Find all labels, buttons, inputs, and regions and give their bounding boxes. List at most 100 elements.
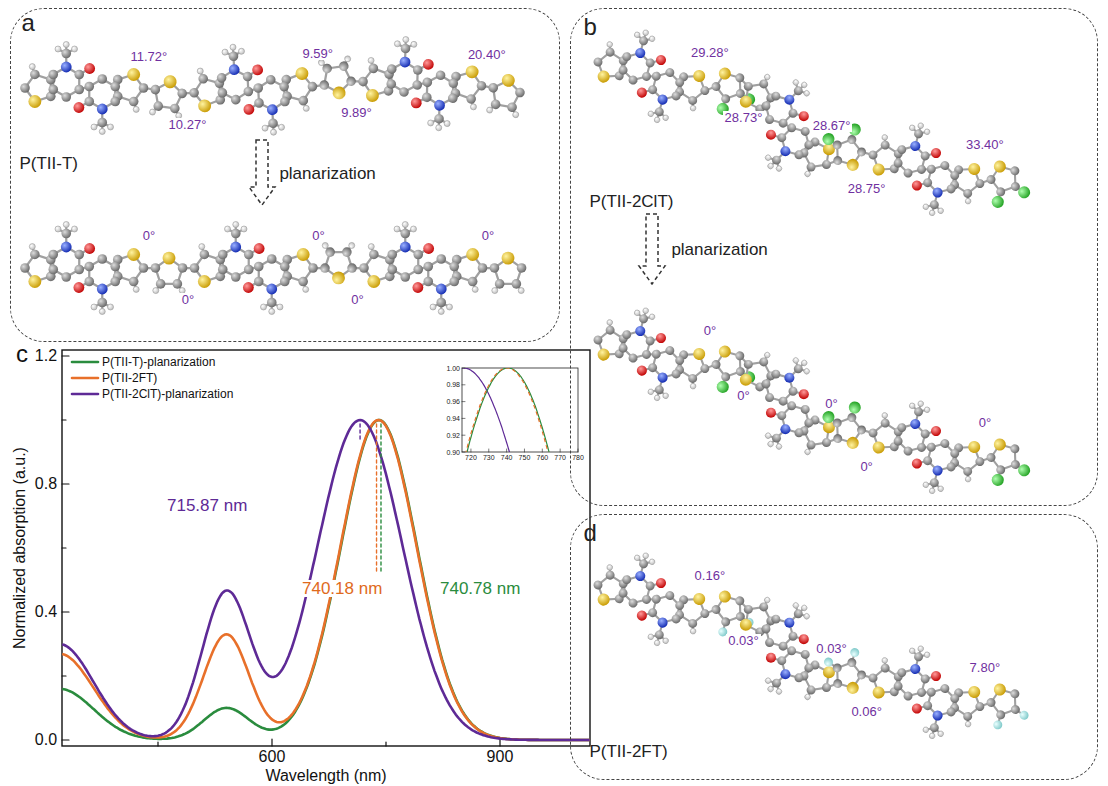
atom [909, 647, 916, 654]
atom [674, 600, 685, 611]
dihedral-angle: 9.59° [301, 47, 336, 60]
atom [656, 93, 668, 105]
atom [849, 647, 860, 658]
atom [369, 250, 379, 260]
atom [799, 648, 812, 661]
atom [507, 102, 518, 113]
atom [649, 313, 656, 320]
atom [99, 129, 105, 135]
atom [785, 644, 798, 657]
atom [642, 307, 649, 314]
atom [478, 263, 488, 273]
atom [73, 102, 84, 113]
legend-text: P(TII-2ClT)-planarization [102, 388, 233, 400]
atom [913, 406, 924, 417]
atom [656, 616, 668, 628]
atom [804, 170, 812, 178]
dihedral-angle: 28.73° [723, 111, 765, 124]
atom [28, 275, 41, 288]
atom [881, 657, 888, 664]
atom [931, 464, 943, 476]
legend-text: P(TII-T)-planarization [102, 356, 215, 368]
inset-tick-label: 1.00 [446, 365, 460, 372]
atom [734, 72, 745, 83]
y-tick [62, 483, 69, 484]
atom [717, 344, 732, 359]
tii-unit [857, 112, 995, 227]
atom [929, 199, 940, 210]
molecules [20, 19, 1032, 750]
plot-frame [62, 350, 590, 746]
atom [430, 304, 436, 310]
atom [423, 59, 434, 70]
atom [628, 353, 639, 364]
atom [992, 437, 1007, 452]
atom [63, 222, 69, 228]
atom [173, 279, 183, 289]
atom [924, 406, 931, 413]
atom [962, 466, 973, 477]
atom [992, 682, 1007, 697]
atom [664, 67, 675, 78]
atom [387, 265, 397, 275]
x-tick [271, 739, 272, 746]
panel-letter: a [21, 11, 34, 35]
atom [992, 159, 1007, 174]
atom [413, 65, 423, 75]
atom [638, 35, 649, 46]
atom [856, 424, 867, 435]
atom [163, 74, 178, 89]
atom [823, 656, 834, 667]
atom [412, 80, 422, 90]
atom [797, 387, 811, 401]
atom [655, 54, 667, 66]
atom [488, 82, 499, 93]
atom [649, 558, 656, 565]
atom [787, 107, 800, 120]
dihedral-angle: 11.72° [129, 50, 170, 63]
atom [767, 440, 775, 448]
tii-unit [582, 19, 720, 134]
inset-tick [488, 449, 489, 452]
atom [985, 174, 996, 185]
inset-tick-label: 760 [537, 454, 549, 461]
atom [868, 672, 879, 683]
atom [30, 250, 40, 260]
atom [832, 155, 843, 166]
inset-tick [462, 452, 465, 453]
atom [930, 425, 942, 437]
atom [61, 229, 71, 239]
atom [129, 97, 139, 107]
atom [628, 75, 639, 86]
atom [992, 719, 1003, 730]
atom [645, 57, 656, 68]
atom [178, 263, 188, 273]
atom [436, 70, 446, 80]
atom [871, 162, 886, 177]
atom [654, 394, 661, 401]
atom [244, 250, 254, 260]
inset-tick-label: 750 [519, 454, 531, 461]
atom [845, 157, 860, 172]
atom [651, 349, 662, 360]
atom [690, 628, 697, 635]
atom [636, 364, 648, 376]
thiophene-unit [484, 71, 527, 119]
atom [266, 75, 276, 85]
atom [764, 432, 772, 440]
atom [880, 418, 891, 429]
atom [150, 84, 161, 95]
atom [596, 347, 611, 362]
atom [48, 250, 58, 260]
dihedral-angle: 0° [480, 229, 496, 242]
atom [198, 99, 212, 113]
atom [413, 265, 423, 275]
atom [820, 158, 833, 171]
atom [654, 106, 665, 117]
atom [775, 131, 788, 144]
atom [84, 63, 95, 74]
atom [621, 574, 632, 585]
atom [896, 422, 907, 433]
spectrum-line [462, 368, 578, 452]
atom [55, 226, 61, 232]
